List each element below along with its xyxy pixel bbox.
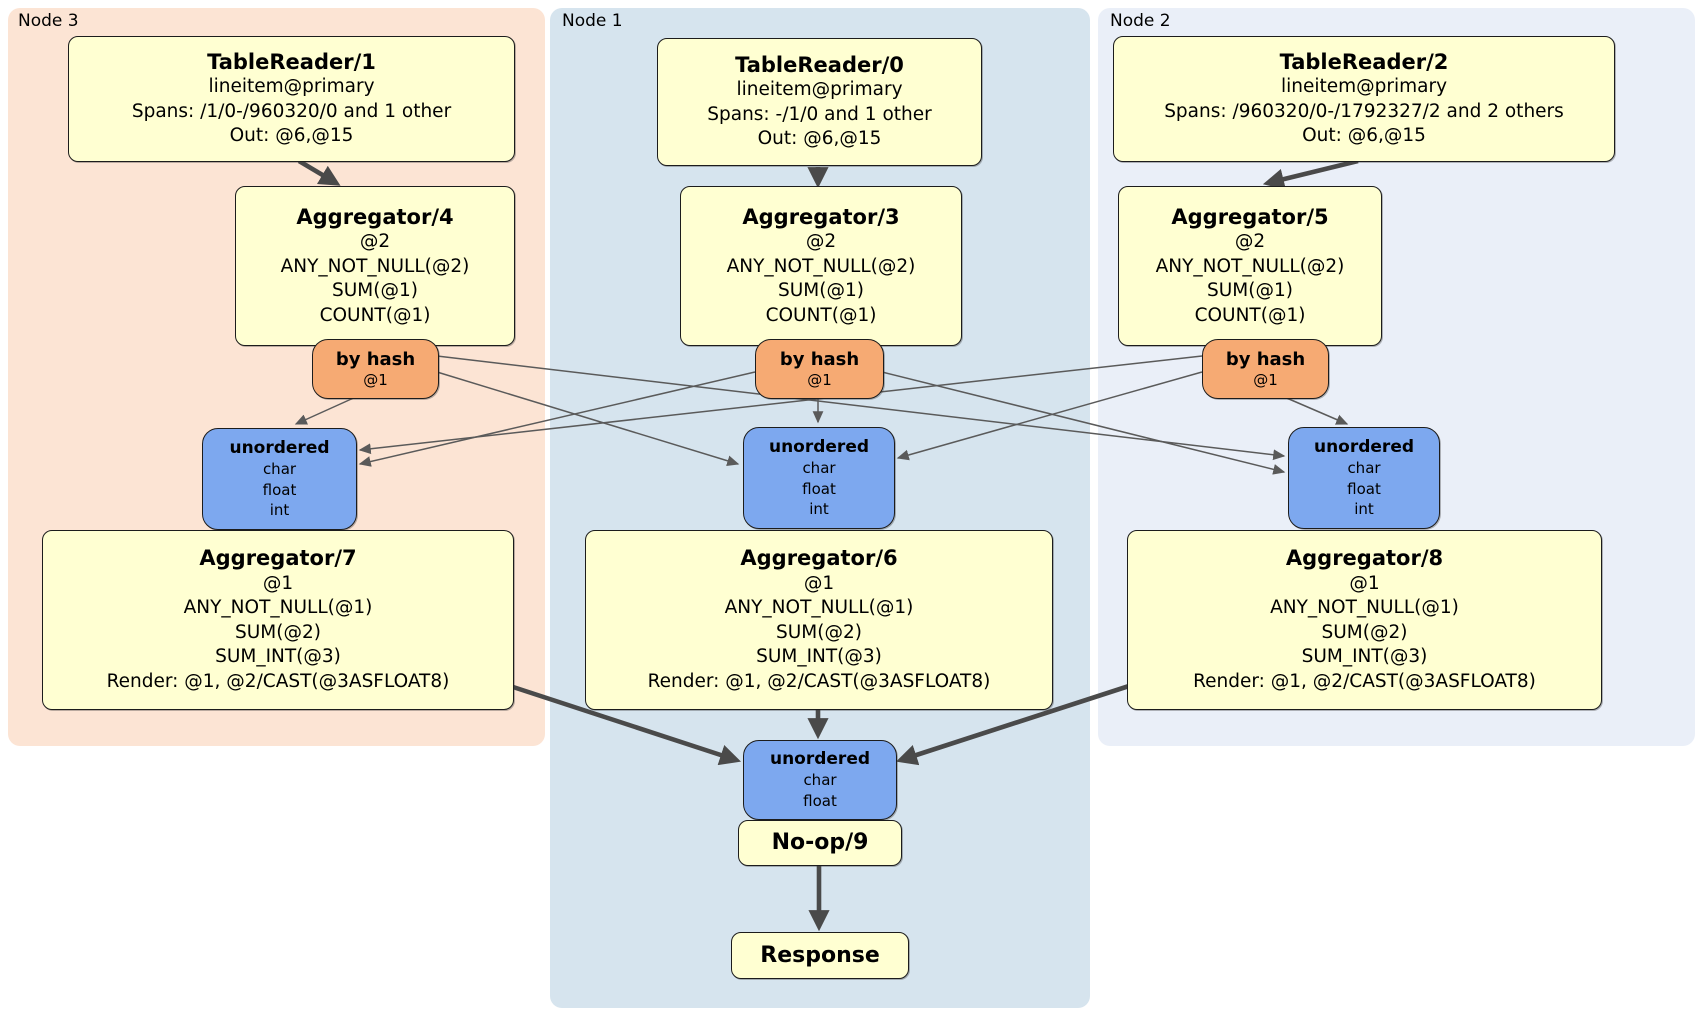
op-line: ANY_NOT_NULL(@1) (1270, 597, 1459, 619)
op-title: Aggregator/6 (740, 546, 898, 571)
op-line: Spans: /1/0-/960320/0 and 1 other (131, 100, 452, 122)
sync-title: unordered (768, 437, 870, 457)
unordered-sync-final: unordered char float (743, 740, 897, 820)
op-line: @1 (262, 572, 294, 594)
router-title: by hash (1225, 348, 1306, 370)
table-reader-1: TableReader/1 lineitem@primary Spans: /1… (68, 36, 515, 162)
op-title: Aggregator/8 (1285, 546, 1444, 571)
aggregator-6: Aggregator/6 @1 ANY_NOT_NULL(@1) SUM(@2)… (585, 530, 1053, 710)
op-title: Aggregator/5 (1171, 204, 1329, 229)
op-line: COUNT(@1) (765, 304, 877, 326)
router-title: by hash (779, 348, 860, 370)
sync-line: char (803, 771, 837, 790)
aggregator-7: Aggregator/7 @1 ANY_NOT_NULL(@1) SUM(@2)… (42, 530, 514, 710)
sync-line: char (802, 459, 836, 478)
aggregator-3: Aggregator/3 @2 ANY_NOT_NULL(@2) SUM(@1)… (680, 186, 962, 346)
sync-line: int (809, 499, 829, 518)
op-title: Response (760, 942, 880, 968)
op-line: @1 (1349, 572, 1380, 594)
op-line: SUM_INT(@3) (756, 646, 882, 668)
op-line: Render: @1, @2/CAST(@3ASFLOAT8) (647, 671, 991, 693)
op-line: ANY_NOT_NULL(@1) (724, 597, 914, 619)
op-line: Spans: /960320/0-/1792327/2 and 2 others (1164, 100, 1564, 122)
op-title: Aggregator/7 (199, 546, 357, 571)
op-line: ANY_NOT_NULL(@2) (280, 255, 470, 277)
op-line: SUM(@1) (332, 280, 418, 302)
op-line: @2 (1234, 230, 1266, 252)
response: Response (731, 932, 909, 979)
op-line: SUM(@2) (235, 621, 321, 643)
op-line: Spans: -/1/0 and 1 other (707, 103, 932, 125)
op-line: @2 (805, 230, 837, 252)
op-line: SUM_INT(@3) (1301, 646, 1428, 668)
node2-label: Node 2 (1110, 11, 1171, 31)
unordered-sync-node2: unordered char float int (1288, 427, 1440, 529)
unordered-sync-node1: unordered char float int (743, 427, 895, 529)
router-line: @1 (1253, 371, 1278, 390)
sync-line: float (262, 480, 297, 499)
op-title: TableReader/1 (207, 49, 376, 74)
router-line: @1 (807, 371, 832, 390)
noop-9: No-op/9 (738, 820, 902, 866)
op-title: Aggregator/4 (296, 204, 454, 229)
node1-label: Node 1 (562, 11, 623, 31)
sync-line: float (1347, 479, 1381, 498)
aggregator-8: Aggregator/8 @1 ANY_NOT_NULL(@1) SUM(@2)… (1127, 530, 1602, 710)
op-line: lineitem@primary (1280, 76, 1448, 98)
hash-router-node3: by hash @1 (312, 339, 439, 399)
aggregator-5: Aggregator/5 @2 ANY_NOT_NULL(@2) SUM(@1)… (1118, 186, 1382, 346)
op-line: Render: @1, @2/CAST(@3ASFLOAT8) (1193, 671, 1536, 693)
op-title: TableReader/2 (1279, 49, 1449, 74)
op-line: COUNT(@1) (319, 304, 431, 326)
sync-title: unordered (229, 438, 330, 458)
op-line: ANY_NOT_NULL(@2) (1155, 255, 1345, 277)
sync-line: float (803, 791, 837, 810)
op-title: Aggregator/3 (742, 204, 900, 229)
op-line: Out: @6,@15 (229, 125, 354, 147)
op-line: SUM(@2) (776, 621, 862, 643)
table-reader-0: TableReader/0 lineitem@primary Spans: -/… (657, 38, 982, 166)
op-line: lineitem@primary (736, 79, 903, 101)
op-line: SUM_INT(@3) (215, 646, 341, 668)
op-line: Out: @6,@15 (757, 128, 882, 150)
op-line: @2 (359, 230, 391, 252)
op-line: ANY_NOT_NULL(@2) (726, 255, 916, 277)
node3-label: Node 3 (18, 11, 79, 31)
sync-line: int (1354, 499, 1374, 518)
op-line: @1 (803, 572, 835, 594)
table-reader-2: TableReader/2 lineitem@primary Spans: /9… (1113, 36, 1615, 162)
sync-title: unordered (1313, 437, 1415, 457)
op-title: No-op/9 (771, 830, 869, 856)
sync-line: float (802, 479, 836, 498)
aggregator-4: Aggregator/4 @2 ANY_NOT_NULL(@2) SUM(@1)… (235, 186, 515, 346)
hash-router-node2: by hash @1 (1202, 339, 1329, 399)
op-title: TableReader/0 (735, 52, 904, 77)
router-title: by hash (335, 348, 416, 370)
op-line: SUM(@2) (1321, 621, 1408, 643)
sync-line: char (1347, 459, 1381, 478)
op-line: SUM(@1) (778, 280, 864, 302)
op-line: COUNT(@1) (1194, 304, 1306, 326)
op-line: Render: @1, @2/CAST(@3ASFLOAT8) (106, 671, 450, 693)
sync-line: char (262, 460, 297, 479)
hash-router-node1: by hash @1 (755, 339, 884, 399)
op-line: SUM(@1) (1207, 280, 1293, 302)
op-line: lineitem@primary (208, 76, 375, 98)
op-line: ANY_NOT_NULL(@1) (183, 597, 373, 619)
unordered-sync-node3: unordered char float int (202, 428, 357, 530)
op-line: Out: @6,@15 (1302, 125, 1426, 147)
sync-line: int (269, 500, 290, 519)
router-line: @1 (363, 371, 388, 390)
sync-title: unordered (769, 749, 871, 770)
